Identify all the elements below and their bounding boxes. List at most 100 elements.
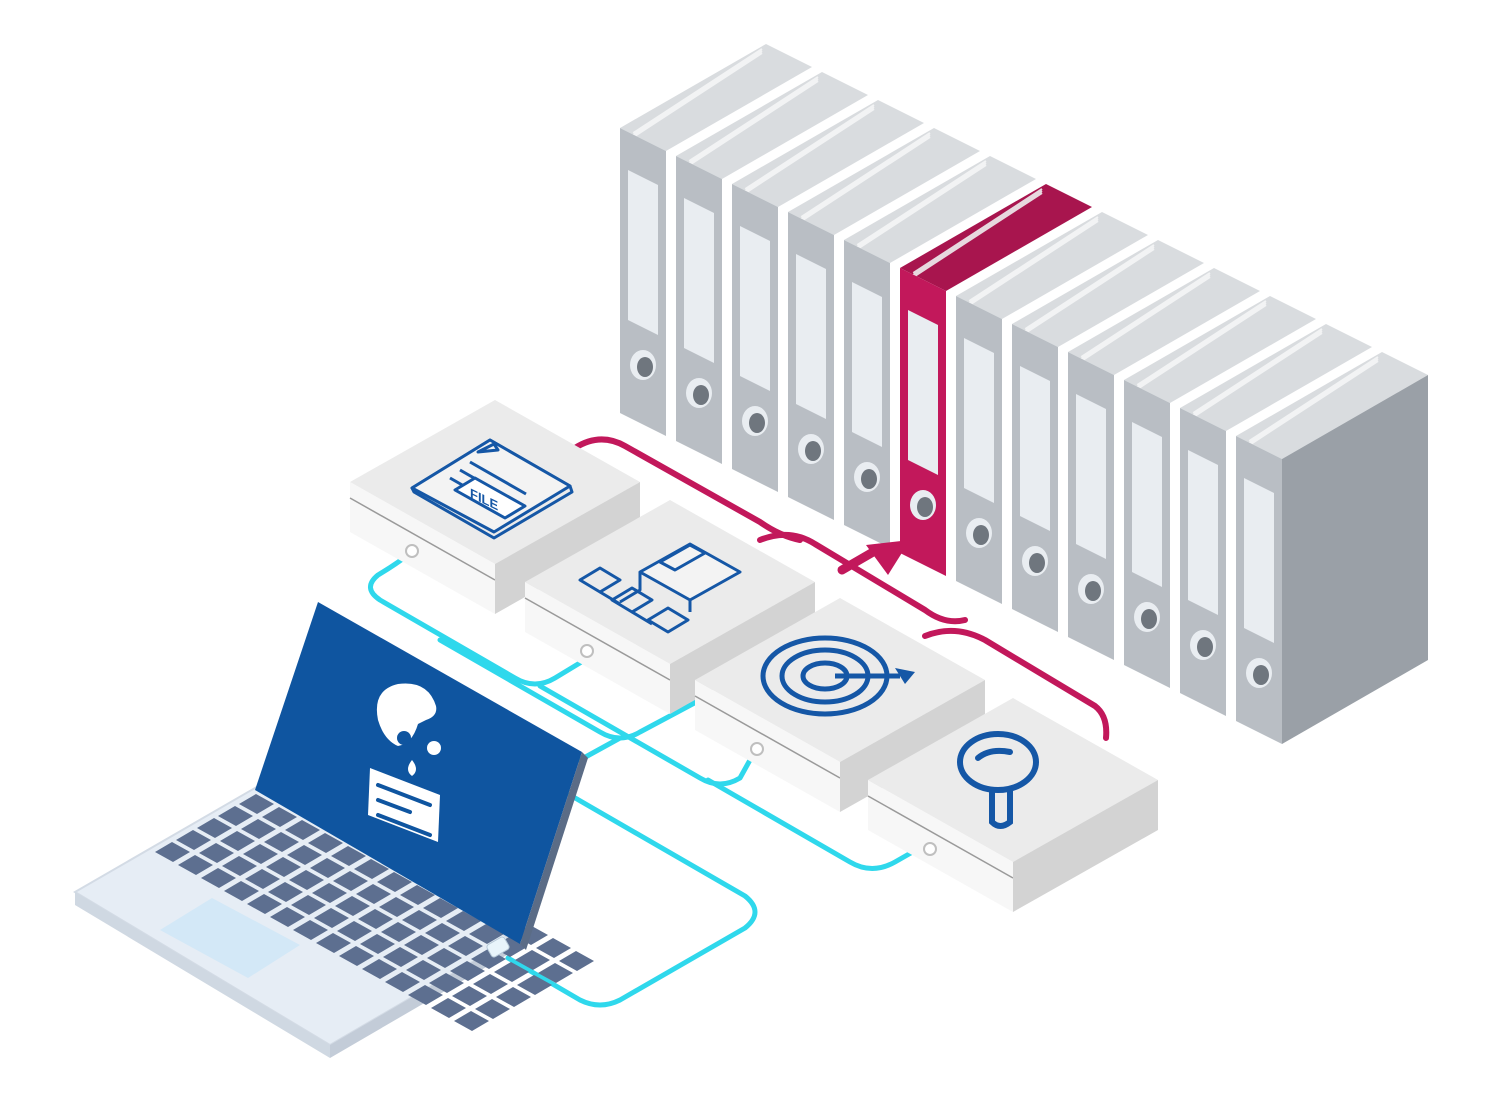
key	[335, 896, 370, 916]
key	[358, 909, 393, 929]
folder-hierarchy-icon	[578, 542, 742, 634]
binder-page-line	[1192, 330, 1323, 416]
binder-label	[1020, 366, 1050, 531]
box-edge-line	[694, 695, 841, 779]
binder	[1012, 240, 1204, 632]
cyan-line-d	[705, 777, 933, 871]
key	[176, 830, 211, 850]
cyan-line-a	[368, 549, 591, 687]
binder-page-line	[1192, 328, 1323, 414]
binder-ring-hole-inner	[637, 357, 653, 377]
binder-side	[1282, 375, 1428, 744]
binder-page-line	[800, 134, 931, 220]
magenta-line-step3	[922, 627, 1110, 741]
key	[312, 883, 347, 903]
key	[243, 844, 278, 864]
key	[406, 960, 441, 980]
box-edge-line	[867, 795, 1014, 879]
magnifier-icon	[957, 731, 1039, 829]
key	[218, 806, 253, 826]
binder-page-line	[632, 48, 763, 134]
key	[310, 858, 345, 878]
key	[270, 907, 305, 927]
key	[429, 973, 464, 993]
binder-page-line	[1136, 300, 1267, 386]
binder-page-line	[1024, 248, 1155, 334]
binder-page-line	[1080, 276, 1211, 362]
binder-page-line	[968, 220, 1099, 306]
box-edge-line	[524, 597, 671, 681]
binder-page-line	[1136, 302, 1267, 388]
key	[178, 855, 213, 875]
key	[289, 870, 324, 890]
binder-ring-hole-inner	[973, 525, 989, 545]
key	[285, 820, 320, 840]
key	[517, 975, 552, 995]
binder	[676, 72, 868, 464]
key	[155, 842, 190, 862]
binder-top	[956, 212, 1148, 319]
binder-page-line	[632, 52, 763, 138]
binder-label	[852, 282, 882, 447]
key	[475, 999, 510, 1019]
cyan-line-e	[577, 735, 623, 763]
laptop-lid	[255, 602, 582, 944]
binder-label	[964, 338, 994, 503]
binder-ring-hole-inner	[1085, 581, 1101, 601]
magenta-flow-lines	[572, 436, 1110, 741]
binder-top	[844, 156, 1036, 263]
magenta-line-step2	[757, 531, 968, 625]
binder-top	[1180, 324, 1372, 431]
binder-page-line	[1024, 244, 1155, 330]
key	[197, 818, 232, 838]
key	[471, 949, 506, 969]
step-box-4	[867, 698, 1158, 912]
binder-page-line	[688, 78, 819, 164]
key	[469, 924, 504, 944]
binder-top	[1124, 296, 1316, 403]
box-port	[580, 644, 594, 658]
key	[314, 908, 349, 928]
key	[201, 868, 236, 888]
box-left-side	[695, 680, 840, 812]
key	[199, 843, 234, 863]
key	[515, 950, 550, 970]
binder-ring-hole-inner	[805, 441, 821, 461]
key	[241, 819, 276, 839]
key	[385, 972, 420, 992]
cyan-connector-lines	[368, 549, 933, 1008]
box-right-side	[1013, 780, 1158, 912]
key	[452, 986, 487, 1006]
binder-page-line	[688, 76, 819, 162]
binder-label	[1076, 394, 1106, 559]
binder	[732, 100, 924, 492]
binder-ring-hole-inner	[1197, 637, 1213, 657]
binder-page-line	[856, 162, 987, 248]
key	[496, 987, 531, 1007]
box-edge-line	[349, 497, 496, 581]
binder-page-line	[1024, 246, 1155, 332]
binder	[1068, 268, 1260, 660]
key	[536, 938, 571, 958]
box-port	[405, 544, 419, 558]
key	[293, 920, 328, 940]
binder-top	[900, 184, 1092, 291]
box-left-side	[868, 780, 1013, 912]
binder-page-line	[912, 188, 1043, 274]
key	[454, 1011, 489, 1031]
binder-label	[908, 310, 938, 475]
key	[431, 998, 466, 1018]
key	[337, 921, 372, 941]
key	[222, 856, 257, 876]
binder-label	[1188, 450, 1218, 615]
binder-ring-hole-inner	[749, 413, 765, 433]
laptop-touchpad	[160, 898, 300, 978]
binder	[956, 212, 1148, 604]
binder-label	[628, 170, 658, 335]
binder-ring-hole-inner	[1029, 553, 1045, 573]
key	[291, 895, 326, 915]
key	[262, 807, 297, 827]
key	[316, 933, 351, 953]
binder-ring-hole-inner	[917, 497, 933, 517]
